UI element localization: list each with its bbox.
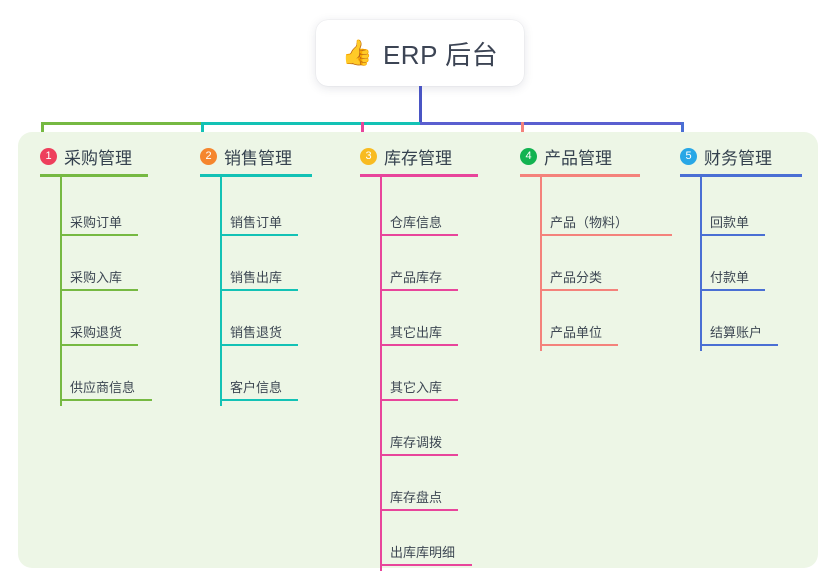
branch-item-label: 付款单	[710, 270, 750, 285]
branch-item-label: 结算账户	[710, 325, 763, 340]
branch-item-label: 产品单位	[550, 325, 603, 340]
branch-badge-3: 3	[360, 148, 377, 165]
branch-badge-5: 5	[680, 148, 697, 165]
branch-item-rule	[700, 289, 765, 291]
branch-spine-2	[220, 177, 222, 406]
branch-badge-4: 4	[520, 148, 537, 165]
branch-item-rule	[380, 234, 458, 236]
branch-item-rule	[380, 564, 472, 566]
branch-item-label: 销售退货	[230, 325, 283, 340]
branch-item-label: 出库库明细	[390, 545, 456, 560]
branch-item-rule	[540, 289, 618, 291]
branch-item-rule	[540, 344, 618, 346]
branch-item-label: 销售出库	[230, 270, 283, 285]
branch-item-rule	[220, 234, 298, 236]
branch-item-rule	[380, 399, 458, 401]
branch-item-label: 产品库存	[390, 270, 443, 285]
branch-item-rule	[380, 289, 458, 291]
branch-spine-3	[380, 177, 382, 571]
branch-item-label: 库存调拨	[390, 435, 443, 450]
branch-item-rule	[540, 234, 672, 236]
branch-rule-4	[520, 174, 640, 177]
branch-item-label: 仓库信息	[390, 215, 443, 230]
branch-title-4: 产品管理	[544, 149, 612, 168]
branch-item-rule	[700, 234, 765, 236]
branch-item-label: 其它出库	[390, 325, 443, 340]
branch-title-1: 采购管理	[64, 149, 132, 168]
branch-badge-1: 1	[40, 148, 57, 165]
branch-rule-2	[200, 174, 312, 177]
branch-item-label: 客户信息	[230, 380, 283, 395]
branch-item-label: 产品分类	[550, 270, 603, 285]
branch-item-rule	[220, 344, 298, 346]
branch-badge-2: 2	[200, 148, 217, 165]
branch-item-rule	[700, 344, 778, 346]
branch-item-rule	[60, 399, 152, 401]
branch-item-label: 回款单	[710, 215, 750, 230]
branch-item-rule	[380, 344, 458, 346]
branch-rule-5	[680, 174, 802, 177]
branch-spine-4	[540, 177, 542, 351]
branch-title-2: 销售管理	[224, 149, 292, 168]
branch-item-rule	[60, 344, 138, 346]
branch-item-rule	[60, 289, 138, 291]
branch-heading-5[interactable]: 5 财务管理	[680, 144, 772, 169]
branch-item-label: 采购退货	[70, 325, 123, 340]
branch-spine-5	[700, 177, 702, 351]
branch-item-rule	[380, 509, 458, 511]
branch-item-label: 采购入库	[70, 270, 123, 285]
branch-item-label: 库存盘点	[390, 490, 443, 505]
branch-heading-3[interactable]: 3 库存管理	[360, 144, 452, 169]
branch-item-rule	[220, 289, 298, 291]
branch-heading-4[interactable]: 4 产品管理	[520, 144, 612, 169]
branch-item-label: 采购订单	[70, 215, 123, 230]
branch-item-rule	[220, 399, 298, 401]
connector-bus-right	[420, 122, 682, 125]
root-node-content: 👍 ERP 后台	[342, 35, 498, 72]
root-node-title: ERP 后台	[382, 39, 499, 70]
branch-panel	[18, 132, 818, 568]
branch-title-5: 财务管理	[704, 149, 772, 168]
branch-item-label: 其它入库	[390, 380, 443, 395]
thumbs-up-icon: 👍	[341, 38, 373, 67]
branch-rule-1	[40, 174, 148, 177]
connector-bus-mid	[201, 122, 420, 125]
root-node[interactable]: 👍 ERP 后台	[316, 20, 524, 86]
branch-spine-1	[60, 177, 62, 406]
branch-rule-3	[360, 174, 478, 177]
branch-title-3: 库存管理	[384, 149, 452, 168]
connector-trunk	[419, 86, 422, 125]
branch-heading-1[interactable]: 1 采购管理	[40, 144, 132, 169]
branch-item-rule	[380, 454, 458, 456]
branch-item-rule	[60, 234, 138, 236]
branch-heading-2[interactable]: 2 销售管理	[200, 144, 292, 169]
branch-item-label: 产品（物料）	[550, 215, 629, 230]
branch-item-label: 供应商信息	[70, 380, 136, 395]
connector-bus-left	[41, 122, 201, 125]
branch-item-label: 销售订单	[230, 215, 283, 230]
